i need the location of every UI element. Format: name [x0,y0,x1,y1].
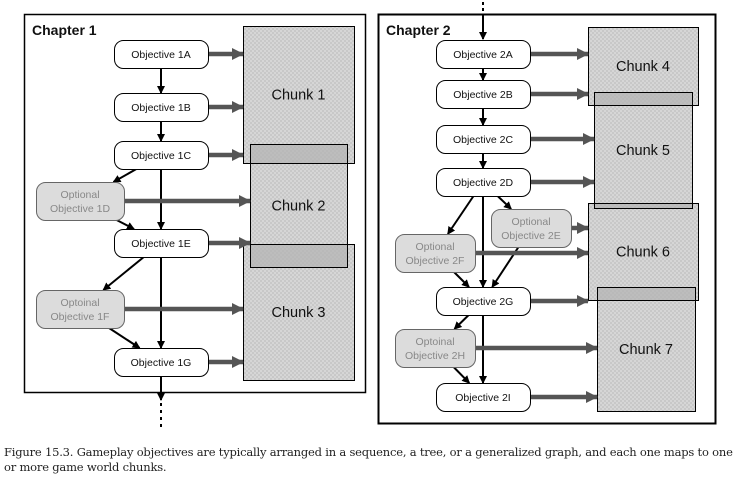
objective-label-line: Optional [60,189,99,201]
arrows-layer [102,48,598,403]
figure-caption: Figure 15.3. Gameplay objectives are typ… [4,445,733,474]
objective-box [114,40,209,69]
chunk-label: Chunk 5 [616,143,670,159]
objective-2c: Objective 2C [436,125,531,154]
objective-box [36,182,125,221]
objective-label-line: Optional [511,216,550,228]
objective-label: Objective 2C [453,134,514,146]
flow-arrow-2h-to-2i [452,366,471,384]
flow-arrow-2d-to-2f [447,195,475,235]
chunk-label: Chunk 3 [271,305,325,321]
objective-box [436,383,531,412]
objective-label: Objective 1B [131,102,191,114]
objective-2b: Objective 2B [436,80,531,109]
objective-label: Objective 2G [453,296,514,308]
objective-box [36,290,125,329]
flow-arrow-2d-to-2e [496,195,512,210]
chunks-layer: Chunk 1 Chunk 2 Chunk 3 Chunk 4 Chunk 5 Chunk… [243,26,699,412]
chunk-label: Chunk 7 [619,342,673,358]
objective-box [491,209,572,248]
objective-label: Objective 2A [453,49,513,61]
objective-box [436,125,531,154]
objective-1e: Objective 1E [114,229,209,258]
objective-label-line: Objective 2H [405,350,465,362]
chunk-box [243,26,355,164]
flow-arrow-1d-to-1e [116,219,135,230]
objective-1b: Objective 1B [114,93,209,122]
objective-box [114,93,209,122]
flow-arrow-1c-to-1d [112,168,137,183]
chapter-2-title: Chapter 2 [386,22,451,38]
objective-label: Objective 1E [131,238,191,250]
chapter-1-title: Chapter 1 [32,22,97,38]
objective-box [436,40,531,69]
objective-label: Objective 2I [455,392,510,404]
objective-box [436,168,531,197]
chunk-label: Chunk 2 [271,199,325,215]
chunk-label: Chunk 4 [616,59,670,75]
objective-1a: Objective 1A [114,40,209,69]
objective-box [114,141,209,170]
objective-label: Objective 1G [131,357,192,369]
chunk-box [597,287,696,412]
objective-box [395,329,476,368]
chunk-7: Chunk 7 [597,287,696,412]
chunk-label: Chunk 6 [616,245,670,261]
objective-box [114,348,209,377]
objective-2d: Objective 2D [436,168,531,197]
chunk-overlap-region [594,203,693,209]
flow-arrow-1f-to-1g [108,327,141,349]
objective-label: Objective 2D [453,177,514,189]
objective-2a: Objective 2A [436,40,531,69]
objective-1c: Objective 1C [114,141,209,170]
chunk-label: Chunk 1 [271,88,325,104]
objective-label-line: Objective 1F [51,311,110,323]
flow-arrow-2f-to-2g [453,271,470,288]
objective-label-line: Objective 2F [406,255,465,267]
objective-2i: Objective 2I [436,383,531,412]
flow-arrow-1e-to-1f [102,256,145,291]
chunk-box [594,92,693,209]
objective-label: Objective 1A [131,49,191,61]
chunk-box [588,203,699,301]
chunk-overlap-region [594,92,693,106]
objective-1g: Objective 1G [114,348,209,377]
objective-label-line: Objective 1D [50,203,111,215]
objective-label: Objective 1C [131,150,192,162]
objective-label-line: Optoinal [60,297,99,309]
chunk-6: Chunk 6 [588,203,699,301]
objective-box [436,287,531,316]
objective-label-line: Optoinal [415,336,454,348]
chunk-overlap-region [250,244,348,268]
chunk-overlap-region [250,144,348,164]
chunk-overlap-region [597,287,696,301]
chunk-1: Chunk 1 [243,26,355,164]
objective-label-line: Optional [415,241,454,253]
objective-box [114,229,209,258]
objective-box [436,80,531,109]
objectives-layer: Objective 1A Objective 1B Objective 1C Opti… [36,40,572,412]
objective-label: Objective 2B [453,89,513,101]
objective-label-line: Objective 2E [501,230,561,242]
objective-box [395,234,476,273]
flow-arrow-2g-to-2h [453,314,470,330]
chunk-5: Chunk 5 [594,92,693,209]
objective-2g: Objective 2G [436,287,531,316]
